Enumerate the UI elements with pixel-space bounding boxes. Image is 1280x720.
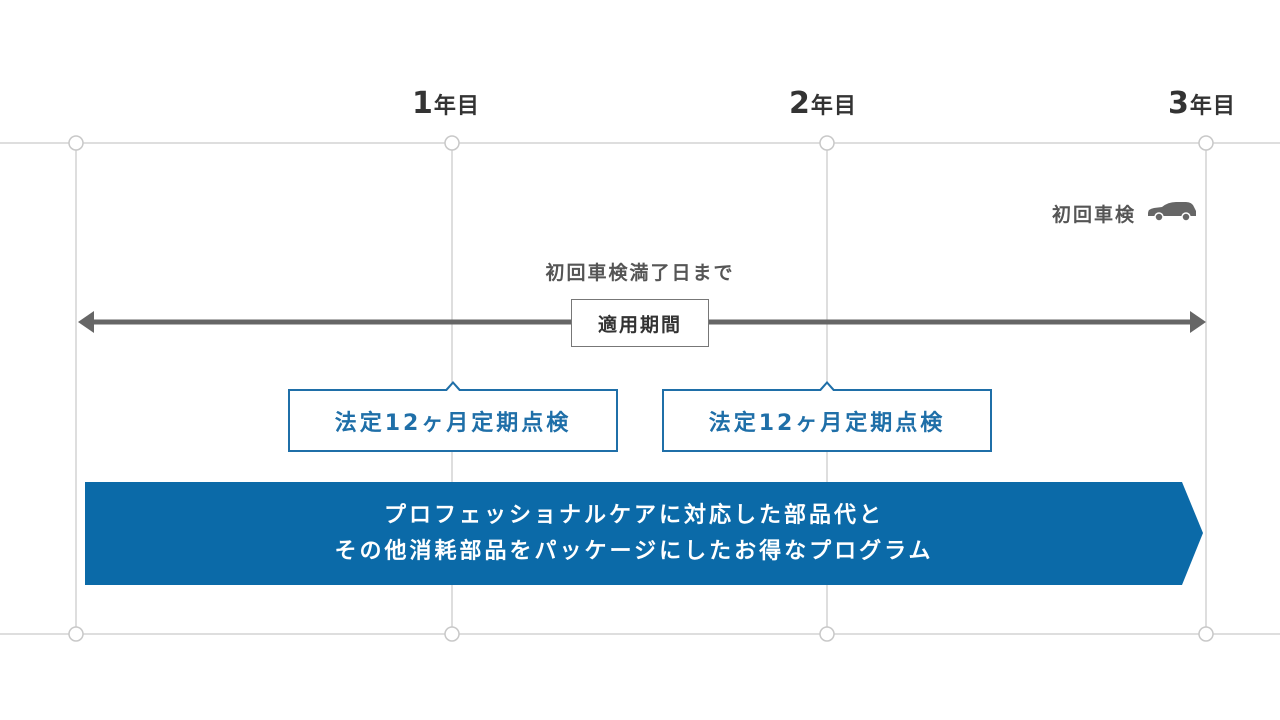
year-number: 2 bbox=[789, 86, 811, 121]
inspection-box-2: 法定12ヶ月定期点検 bbox=[662, 381, 992, 452]
year-number: 3 bbox=[1168, 86, 1190, 121]
period-label: 適用期間 bbox=[597, 313, 682, 336]
banner-line-2: その他消耗部品をパッケージにしたお得なプログラム bbox=[334, 538, 934, 564]
grid-node bbox=[1198, 135, 1214, 151]
year-number: 1 bbox=[412, 86, 434, 121]
year-suffix: 年目 bbox=[810, 94, 857, 119]
year-suffix: 年目 bbox=[1189, 94, 1236, 119]
first-inspection-label: 初回車検 bbox=[1052, 204, 1137, 226]
car-icon bbox=[1146, 199, 1198, 228]
until-expiry-label: 初回車検満了日まで bbox=[545, 262, 735, 284]
year-label-1: 1年目 bbox=[412, 86, 480, 121]
program-banner: プロフェッショナルケアに対応した部品代と その他消耗部品をパッケージにしたお得な… bbox=[85, 482, 1203, 585]
year-suffix: 年目 bbox=[433, 94, 480, 119]
grid-node bbox=[819, 135, 835, 151]
year-label-3: 3年目 bbox=[1168, 86, 1236, 121]
first-inspection-marker: 初回車検 bbox=[1052, 199, 1198, 228]
grid-node bbox=[819, 626, 835, 642]
grid-node bbox=[444, 626, 460, 642]
grid-node bbox=[1198, 626, 1214, 642]
grid-node bbox=[68, 135, 84, 151]
year-label-2: 2年目 bbox=[789, 86, 857, 121]
inspection-label: 法定12ヶ月定期点検 bbox=[708, 410, 946, 436]
inspection-box-1: 法定12ヶ月定期点検 bbox=[288, 381, 618, 452]
inspection-label: 法定12ヶ月定期点検 bbox=[334, 410, 572, 436]
grid-node bbox=[68, 626, 84, 642]
arrow-right-head bbox=[1190, 311, 1206, 333]
arrow-left-head bbox=[78, 311, 94, 333]
grid-node bbox=[444, 135, 460, 151]
banner-line-1: プロフェッショナルケアに対応した部品代と bbox=[383, 502, 884, 528]
period-label-box: 適用期間 bbox=[571, 299, 709, 347]
